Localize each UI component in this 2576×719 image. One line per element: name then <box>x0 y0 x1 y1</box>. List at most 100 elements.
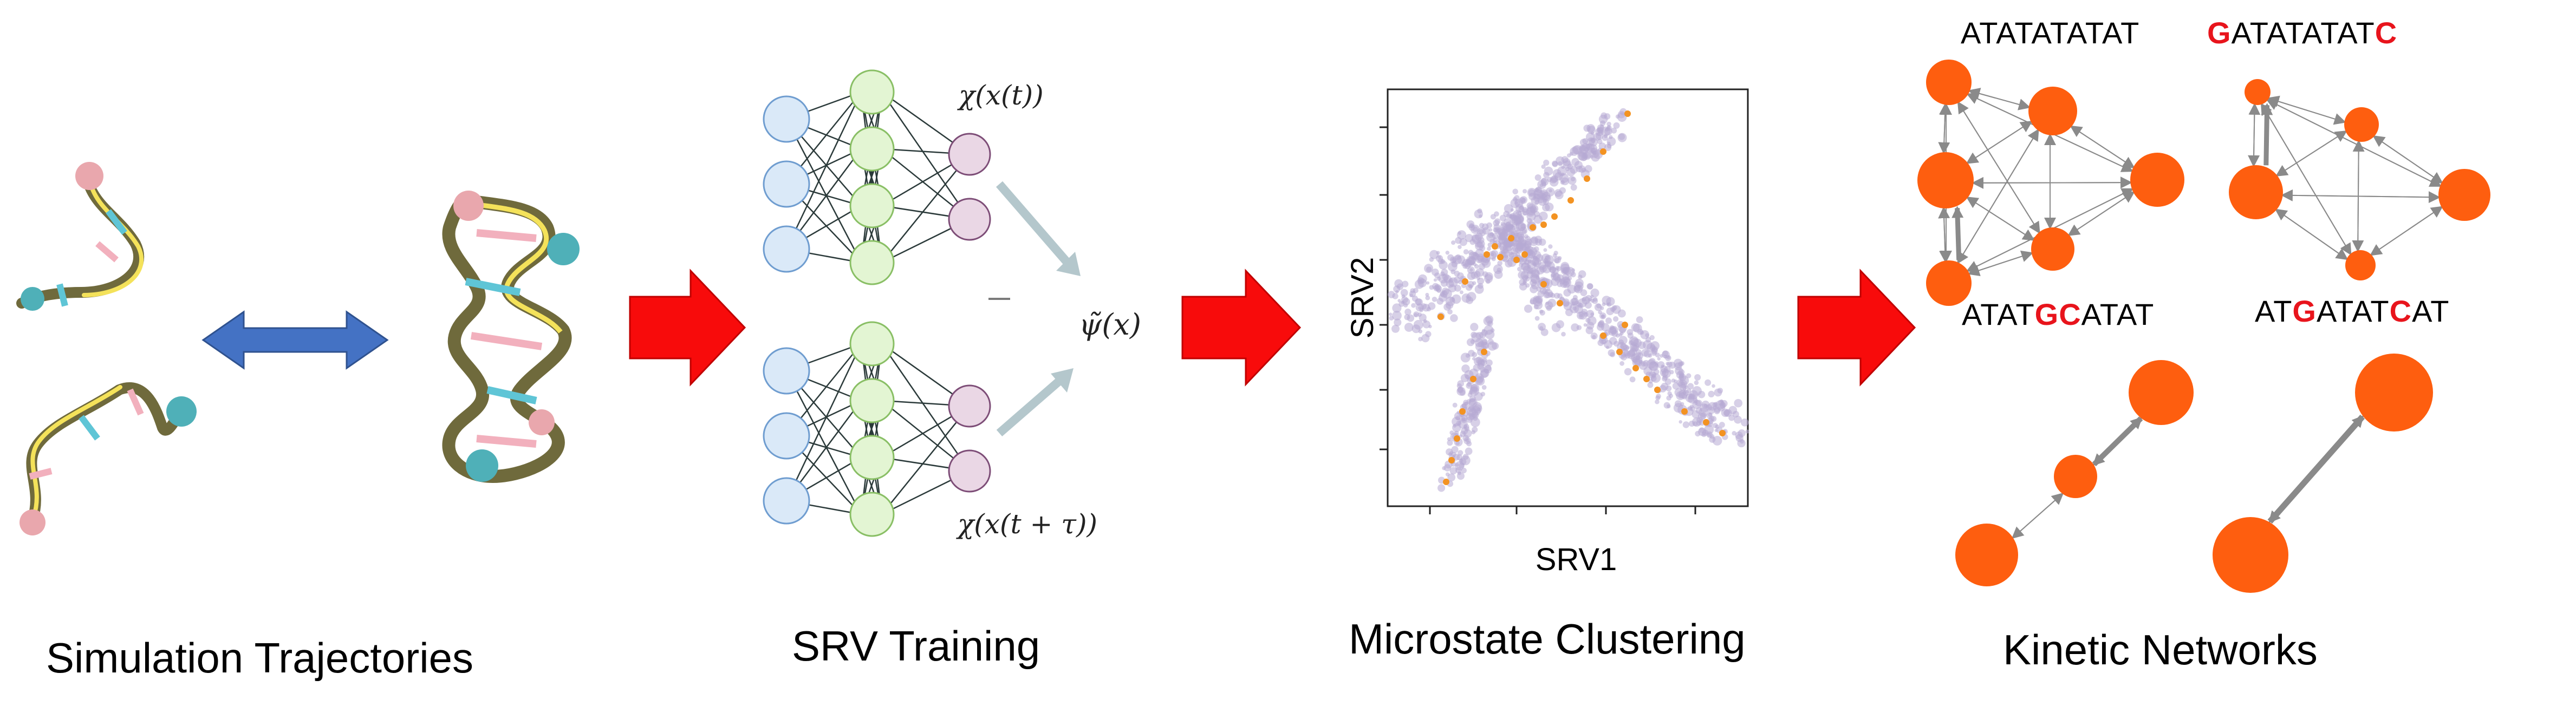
output-node <box>948 384 991 428</box>
density-dot <box>1519 205 1524 210</box>
density-dot <box>1597 339 1604 347</box>
density-dot <box>1552 273 1557 278</box>
density-dot <box>1404 309 1411 316</box>
input-node <box>763 160 810 208</box>
density-dot <box>1452 402 1458 408</box>
density-dot <box>1583 312 1589 317</box>
density-dot <box>1567 176 1577 185</box>
cluster-center <box>1437 313 1444 320</box>
density-dot <box>1665 355 1671 361</box>
kinetic-network-atatatatat <box>1917 60 2184 306</box>
double-headed-arrow <box>201 310 389 370</box>
density-dot <box>1409 290 1416 297</box>
state-node <box>2213 517 2288 593</box>
density-dot <box>1565 309 1573 316</box>
density-dot <box>1467 292 1476 302</box>
density-dot <box>1469 405 1475 411</box>
red-arrow-3 <box>1797 269 1916 387</box>
density-dot <box>1524 275 1528 279</box>
density-dot <box>1539 193 1546 199</box>
density-dot <box>1688 406 1693 411</box>
density-dot <box>1686 388 1692 394</box>
density-dot <box>1599 120 1606 126</box>
cluster-center <box>1497 254 1504 260</box>
density-dot <box>1393 285 1401 293</box>
density-dot <box>1642 360 1650 367</box>
density-dot <box>1482 227 1490 235</box>
cluster-center <box>1557 300 1563 306</box>
density-dot <box>1562 158 1571 166</box>
density-dot <box>1674 388 1683 397</box>
density-dot <box>1575 278 1584 287</box>
cluster-center <box>1454 435 1460 442</box>
density-dot <box>1476 408 1481 411</box>
cluster-center <box>1681 408 1688 415</box>
density-dot <box>1694 380 1699 385</box>
density-dot <box>1719 422 1725 428</box>
density-dot <box>1443 303 1452 311</box>
density-dot <box>1534 174 1541 181</box>
density-dot <box>1545 302 1549 305</box>
density-dot <box>1521 198 1526 202</box>
hidden-node <box>849 183 895 228</box>
hidden-node <box>849 240 895 285</box>
density-dot <box>1501 227 1511 237</box>
density-dot <box>1474 264 1479 269</box>
density-dot <box>1662 375 1668 380</box>
gray-arrow-bottom <box>996 375 1065 437</box>
density-dot <box>1449 297 1455 303</box>
y-axis-label: SRV2 <box>1345 257 1380 338</box>
density-dot <box>1504 204 1513 213</box>
highlighted-base: GC <box>2034 297 2081 331</box>
density-dot <box>1561 331 1566 337</box>
density-dot <box>1668 362 1676 369</box>
hidden-node <box>849 321 895 367</box>
density-dot <box>1577 311 1585 319</box>
density-dot <box>1448 278 1454 283</box>
transition-edge <box>1957 128 2039 263</box>
state-node <box>2344 107 2379 142</box>
density-dot <box>1584 165 1592 173</box>
transition-edge <box>2092 417 2142 466</box>
density-dot <box>1697 390 1706 398</box>
density-dot <box>1459 458 1467 466</box>
density-dot <box>1450 314 1458 322</box>
density-dot <box>1565 167 1570 172</box>
hidden-node <box>849 435 895 480</box>
density-dot <box>1554 292 1560 299</box>
density-dot <box>1456 230 1467 240</box>
density-dot <box>1512 188 1518 195</box>
density-dot <box>1583 151 1592 160</box>
highlighted-base: C <box>2389 294 2412 328</box>
density-dot <box>1517 266 1522 272</box>
density-dot <box>1685 393 1695 403</box>
red-arrow-1 <box>629 269 746 387</box>
density-dot <box>1587 137 1595 146</box>
density-dot <box>1544 166 1553 176</box>
density-dot <box>1437 484 1446 492</box>
density-dot <box>1422 304 1430 312</box>
density-dot <box>1570 147 1579 156</box>
density-dot <box>1527 250 1536 259</box>
density-dot <box>1515 215 1524 225</box>
density-dot <box>1411 295 1418 302</box>
nn-edge <box>860 91 883 263</box>
density-dot <box>1475 332 1484 340</box>
sequence-label-3: ATATGCATAT <box>1962 297 2154 332</box>
density-dot <box>1455 463 1459 467</box>
density-dot <box>1472 427 1478 433</box>
density-dot <box>1475 249 1484 258</box>
output-node <box>948 198 991 241</box>
density-dot <box>1583 125 1591 132</box>
density-dot <box>1484 274 1493 283</box>
cluster-center <box>1622 322 1628 328</box>
density-dot <box>1417 278 1427 287</box>
density-dot <box>1461 403 1467 409</box>
density-dot <box>1559 187 1566 194</box>
input-node <box>763 347 810 395</box>
density-dot <box>1428 324 1432 329</box>
density-dot <box>1674 362 1682 370</box>
density-dot <box>1613 122 1620 129</box>
density-dot <box>1735 432 1743 440</box>
